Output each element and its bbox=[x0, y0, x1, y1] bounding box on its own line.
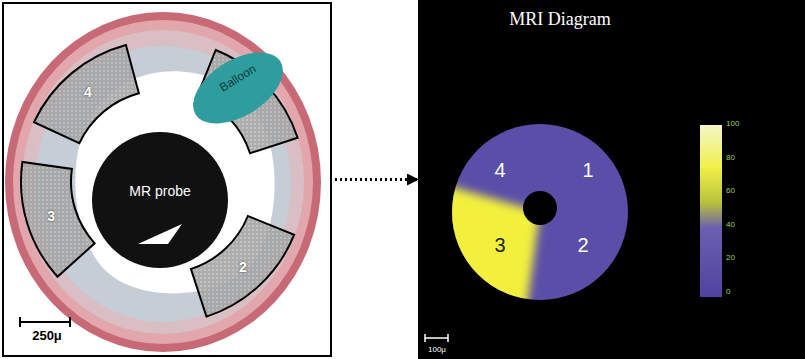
sector-number: 1 bbox=[582, 159, 593, 181]
colorbar-tick: 60 bbox=[726, 187, 735, 196]
sector-outline bbox=[34, 45, 139, 143]
probe-circle: MR probe bbox=[92, 132, 228, 268]
sector-number: 3 bbox=[47, 209, 55, 224]
probe-arrow bbox=[138, 224, 182, 244]
sector-number: 4 bbox=[494, 159, 505, 181]
panel-title: MRI Diagram bbox=[509, 10, 610, 30]
scale-bar bbox=[425, 337, 448, 339]
scale-label: 250μ bbox=[32, 329, 62, 343]
colorbar-tick: 80 bbox=[726, 154, 735, 163]
scale-bar-tick bbox=[19, 317, 21, 327]
mri-ground bbox=[418, 0, 805, 359]
sector-number: 2 bbox=[239, 260, 247, 275]
probe-label: MR probe bbox=[129, 184, 190, 199]
balloon-shape: Balloon bbox=[183, 43, 293, 133]
sector-outline bbox=[21, 162, 95, 277]
color-bar bbox=[700, 125, 722, 297]
vessel-adventitia bbox=[5, 12, 321, 352]
scale-bar-tick bbox=[424, 334, 426, 342]
sector-number: 3 bbox=[494, 234, 505, 256]
scale-bar-tick bbox=[69, 317, 71, 327]
balloon-ellipse bbox=[181, 38, 295, 138]
colorbar-tick: 0 bbox=[726, 288, 730, 297]
region-sector: 3 bbox=[18, 159, 98, 280]
node-outline bbox=[92, 132, 228, 268]
probe-disc bbox=[92, 132, 228, 268]
colorbar-tick: 20 bbox=[726, 254, 735, 263]
region-sector: 4 bbox=[31, 42, 142, 146]
scale-bar bbox=[20, 321, 70, 323]
node-outline bbox=[183, 43, 293, 133]
sector-number: 4 bbox=[84, 85, 92, 100]
colorbar-tick: 100 bbox=[726, 120, 739, 129]
scale-label: 100μ bbox=[428, 346, 446, 355]
sector-number: 2 bbox=[577, 234, 588, 256]
signal-region bbox=[417, 178, 540, 334]
ring-hole bbox=[523, 191, 557, 225]
region-sector: 2 bbox=[188, 213, 297, 320]
sector-outline bbox=[191, 216, 294, 317]
mri-ring: 4 1 3 2 bbox=[452, 124, 628, 300]
dotted-arrow bbox=[335, 178, 418, 181]
scale-bar-tick bbox=[447, 334, 449, 342]
vessel-media bbox=[13, 20, 313, 344]
node-outline bbox=[18, 159, 98, 280]
colorbar-tick: 40 bbox=[726, 221, 735, 230]
node-outline bbox=[452, 124, 628, 300]
histology-panel: 250μ41BalloonMR probe32 bbox=[2, 2, 332, 357]
mri-panel: MRI Diagram 100μ 4 1 3 2 bbox=[418, 0, 805, 359]
